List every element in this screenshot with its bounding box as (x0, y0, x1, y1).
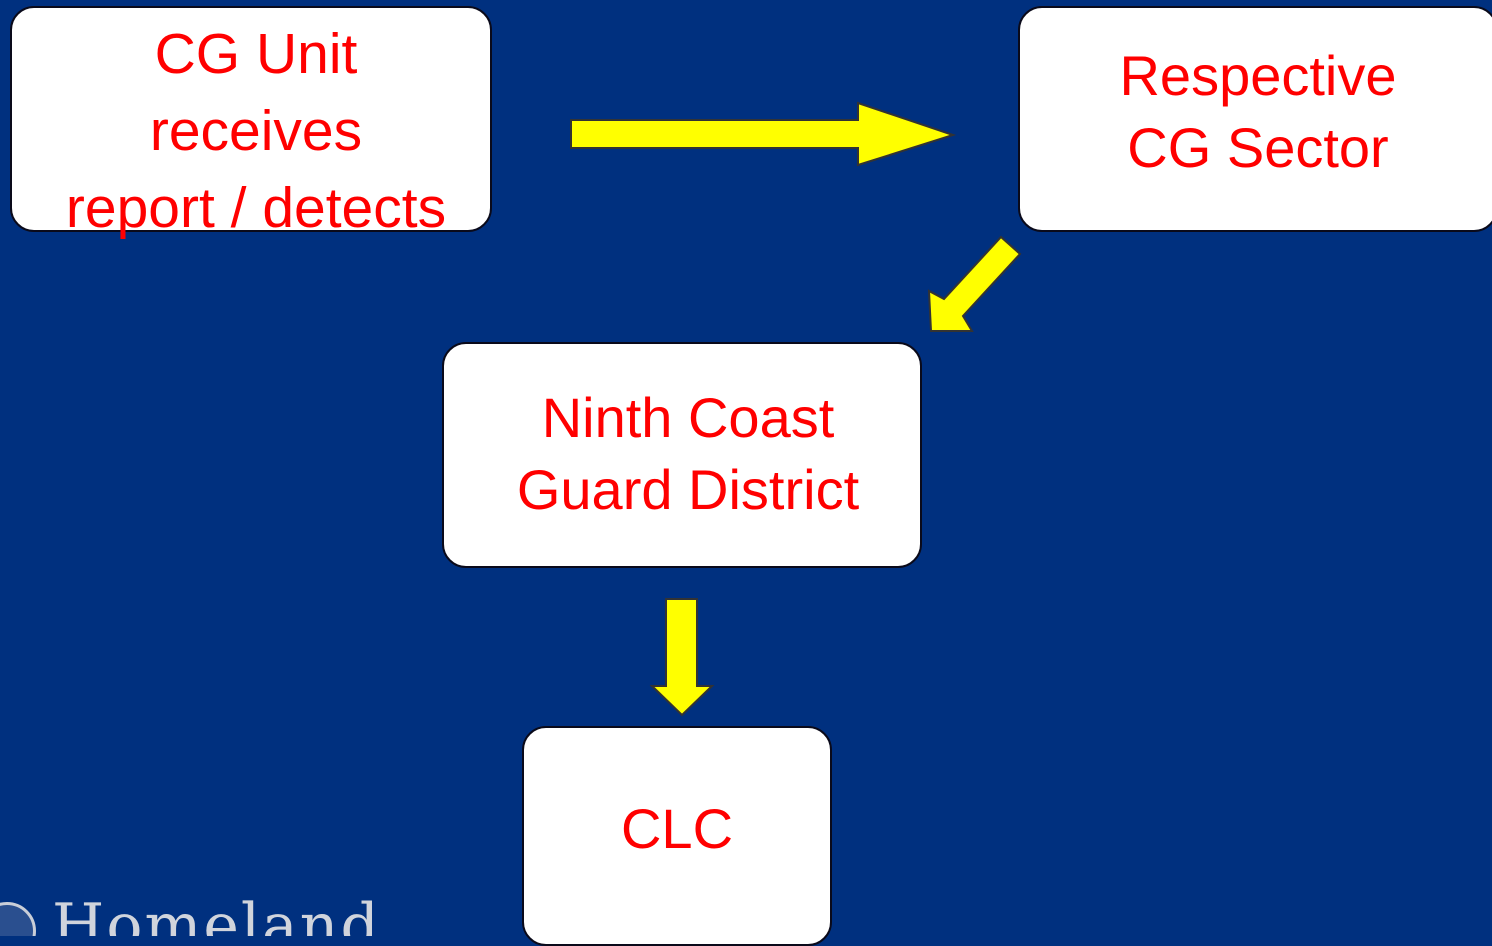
node-cg-unit: CG Unit receives report / detects (10, 6, 492, 240)
arrow-sector-to-district (927, 235, 1022, 332)
homeland-security-logo: Homeland (0, 896, 378, 936)
node-clc: CLC (522, 726, 832, 946)
arrow-unit-to-sector (570, 101, 957, 167)
arrow-district-to-clc (649, 598, 715, 717)
node-cg-sector: Respective CG Sector (1018, 6, 1492, 232)
logo-wordmark: Homeland (52, 896, 378, 936)
node-ninth-district: Ninth Coast Guard District (442, 342, 922, 568)
dhs-seal-icon (0, 902, 36, 936)
